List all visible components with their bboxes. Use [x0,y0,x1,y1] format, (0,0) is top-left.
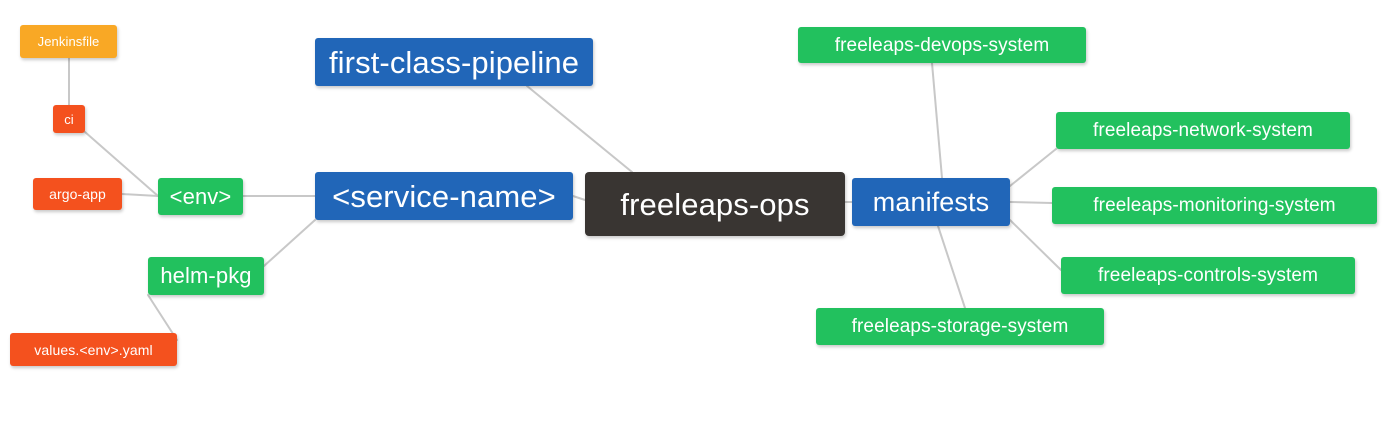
edge-service-name-to-freeleaps-ops [572,195,586,201]
mindmap-node-label: freeleaps-storage-system [851,316,1069,337]
mindmap-node-ci[interactable]: ci [53,105,85,133]
mindmap-node-label: freeleaps-ops [620,186,810,222]
mindmap-node-label: values.<env>.yaml [34,341,153,358]
mindmap-node-values-yaml[interactable]: values.<env>.yaml [10,333,177,366]
edge-manifests-to-controls-system [1009,219,1062,271]
mindmap-node-service-name[interactable]: <service-name> [315,172,573,220]
edge-manifests-to-devops-system [931,62,943,179]
edge-argo-app-to-env [121,193,159,197]
mindmap-node-label: freeleaps-devops-system [834,34,1050,56]
mindmap-node-label: freeleaps-network-system [1093,120,1313,141]
mindmap-node-devops-system[interactable]: freeleaps-devops-system [798,27,1086,63]
mindmap-node-label: argo-app [49,186,106,202]
mindmap-node-label: ci [64,111,74,127]
mindmap-node-label: first-class-pipeline [328,44,580,80]
edge-manifests-to-storage-system [937,225,966,309]
mindmap-node-freeleaps-ops[interactable]: freeleaps-ops [585,172,845,236]
mindmap-node-label: freeleaps-controls-system [1097,265,1319,286]
mindmap-node-argo-app[interactable]: argo-app [33,178,122,210]
mindmap-node-jenkinsfile[interactable]: Jenkinsfile [20,25,117,58]
mindmap-node-controls-system[interactable]: freeleaps-controls-system [1061,257,1355,294]
mindmap-node-label: Jenkinsfile [37,34,100,49]
mindmap-node-label: manifests [872,186,990,217]
mindmap-node-label: freeleaps-monitoring-system [1093,195,1336,216]
edge-manifests-to-monitoring-system [1009,201,1053,204]
mindmap-node-label: <env> [169,183,232,209]
edge-helm-pkg-to-service-name [263,219,316,267]
mindmap-node-env[interactable]: <env> [158,178,243,215]
mindmap-node-label: <service-name> [332,178,556,214]
mindmap-node-helm-pkg[interactable]: helm-pkg [148,257,264,295]
mindmap-node-manifests[interactable]: manifests [852,178,1010,226]
edge-manifests-to-network-system [1009,148,1057,187]
mindmap-node-label: helm-pkg [160,263,252,288]
mindmap-node-first-class-pipeline[interactable]: first-class-pipeline [315,38,593,86]
mindmap-node-network-system[interactable]: freeleaps-network-system [1056,112,1350,149]
mindmap-node-storage-system[interactable]: freeleaps-storage-system [816,308,1104,345]
edge-first-class-pipeline-to-freeleaps-ops [526,85,633,173]
mindmap-node-monitoring-system[interactable]: freeleaps-monitoring-system [1052,187,1377,224]
